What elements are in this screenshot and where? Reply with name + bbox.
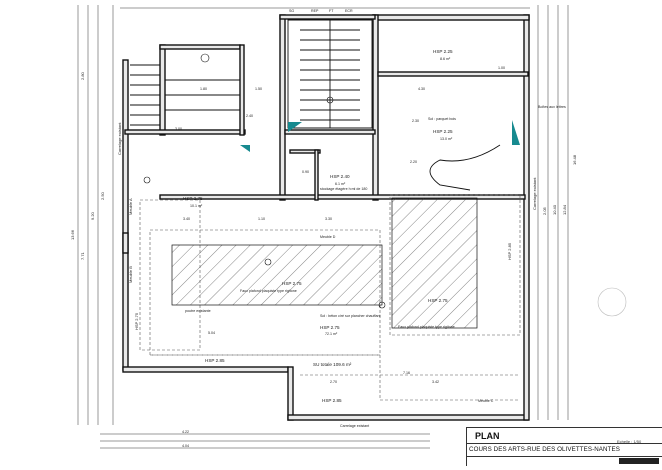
label-ecr: ECR [345, 9, 353, 13]
label-hsp-bl: HSP 2.85 [205, 358, 225, 363]
label-hsp-left2: HSP 2.75 [134, 312, 139, 330]
title-divider-2 [467, 456, 662, 457]
dim-330: 3.30 [325, 217, 332, 221]
label-area-left: 10.1 m² [190, 204, 203, 208]
dim-250: 2.50 [100, 191, 105, 200]
label-sg: SG [289, 9, 294, 13]
dim-771: 7.71 [80, 251, 85, 260]
dim-205: 2.05 [542, 206, 547, 215]
title-color-bar [619, 458, 659, 464]
meuble-d [171, 244, 383, 306]
label-faux2: Faux plafond plaquiste type rigitone [398, 325, 455, 329]
dim-716: 7.16 [403, 371, 410, 375]
label-poutre: poutre existante [185, 309, 211, 313]
label-meuble-c: Meuble C [478, 399, 494, 403]
label-stockage: stockage étagère h:ml de 180 [320, 187, 367, 191]
label-carrelage-l: Carrelage existant [117, 122, 122, 155]
label-hsp-stair: HSP 2.40 [330, 174, 350, 179]
label-area-stair: 6.1 m² [335, 182, 346, 186]
dim-110: 1.10 [258, 217, 265, 221]
dim-340: 3.40 [183, 217, 190, 221]
label-area-center: 72.1 m² [325, 332, 338, 336]
dim-1040: 10.40 [552, 204, 557, 215]
label-area-right: 13.0 m² [440, 137, 453, 141]
teal-markers [240, 120, 520, 152]
hatched-furniture [171, 197, 478, 329]
dim-240: 2.40 [246, 114, 253, 118]
curved-partition [429, 144, 501, 191]
label-sol-parquet: Sol : parquet bois [428, 117, 456, 121]
dim-920: 9.20 [90, 211, 95, 220]
dim-230: 2.30 [412, 119, 419, 123]
label-meuble-a: Meuble A [128, 198, 133, 215]
walls [122, 14, 530, 421]
label-hsp-right: HSP 2.25 [433, 129, 453, 134]
dim-280: 2.80 [80, 71, 85, 80]
dim-1648: 16.48 [572, 154, 577, 165]
label-rep: REP [311, 9, 319, 13]
label-meuble-d: Meuble D [320, 235, 336, 239]
label-hsp-center: HSP 2.75 [282, 281, 302, 286]
dim-270: 2.70 [330, 380, 337, 384]
meuble-c [391, 197, 478, 329]
plan-scale: Echelle : 1/50 [617, 439, 642, 444]
dim-422: 4.22 [182, 430, 189, 434]
label-su-totale: SU totale 109.6 m² [313, 362, 352, 367]
dim-220: 2.20 [410, 160, 417, 164]
dimension-rails [77, 5, 569, 449]
title-block: PLAN Echelle : 1/50 COURS DES ARTS-RUE D… [466, 427, 662, 466]
label-hsp-right2: HSP 2.75 [428, 298, 448, 303]
stairs [130, 19, 373, 129]
dim-430: 4.30 [418, 87, 425, 91]
title-divider [467, 443, 662, 444]
dim-404: 4.04 [182, 444, 189, 448]
label-carrelage-b: Carrelage existant [340, 424, 369, 428]
label-faux1: Faux plafond plaquiste type rigitone [240, 289, 297, 293]
label-meuble-b: Meuble B [128, 266, 133, 283]
dim-180: 1.80 [200, 87, 207, 91]
dim-1284: 12.84 [562, 204, 567, 215]
label-ft: FT [329, 9, 334, 13]
dim-150: 1.50 [255, 87, 262, 91]
dim-1366: 13.66 [70, 229, 75, 240]
plan-title: PLAN [475, 431, 500, 441]
label-hsp-center2: HSP 2.75 [320, 325, 340, 330]
dim-100: 1.00 [498, 66, 505, 70]
label-hsp-left: HSP 2.75 [183, 196, 203, 201]
north-arrow-icon [597, 287, 627, 317]
label-boites: Boîtes aux lettres [538, 105, 566, 109]
symbols [143, 53, 386, 309]
label-hsp-bc: HSP 2.85 [322, 398, 342, 403]
label-hsp-vert: HSP 2.85 [507, 242, 512, 260]
label-carrelage-r: Carrelage existant [532, 177, 537, 210]
dim-300: 3.00 [175, 127, 182, 131]
dim-090: 0.90 [302, 170, 309, 174]
label-sol-center: Sol : béton ciré sur plancher chauffant [320, 314, 380, 318]
dim-342: 3.42 [432, 380, 439, 384]
plan-address: COURS DES ARTS-RUE DES OLIVETTES-NANTES [469, 446, 620, 453]
label-hsp-top: HSP 2.25 [433, 49, 453, 54]
dim-504: 5.04 [208, 331, 215, 335]
label-area-top: 8.6 m² [440, 57, 451, 61]
